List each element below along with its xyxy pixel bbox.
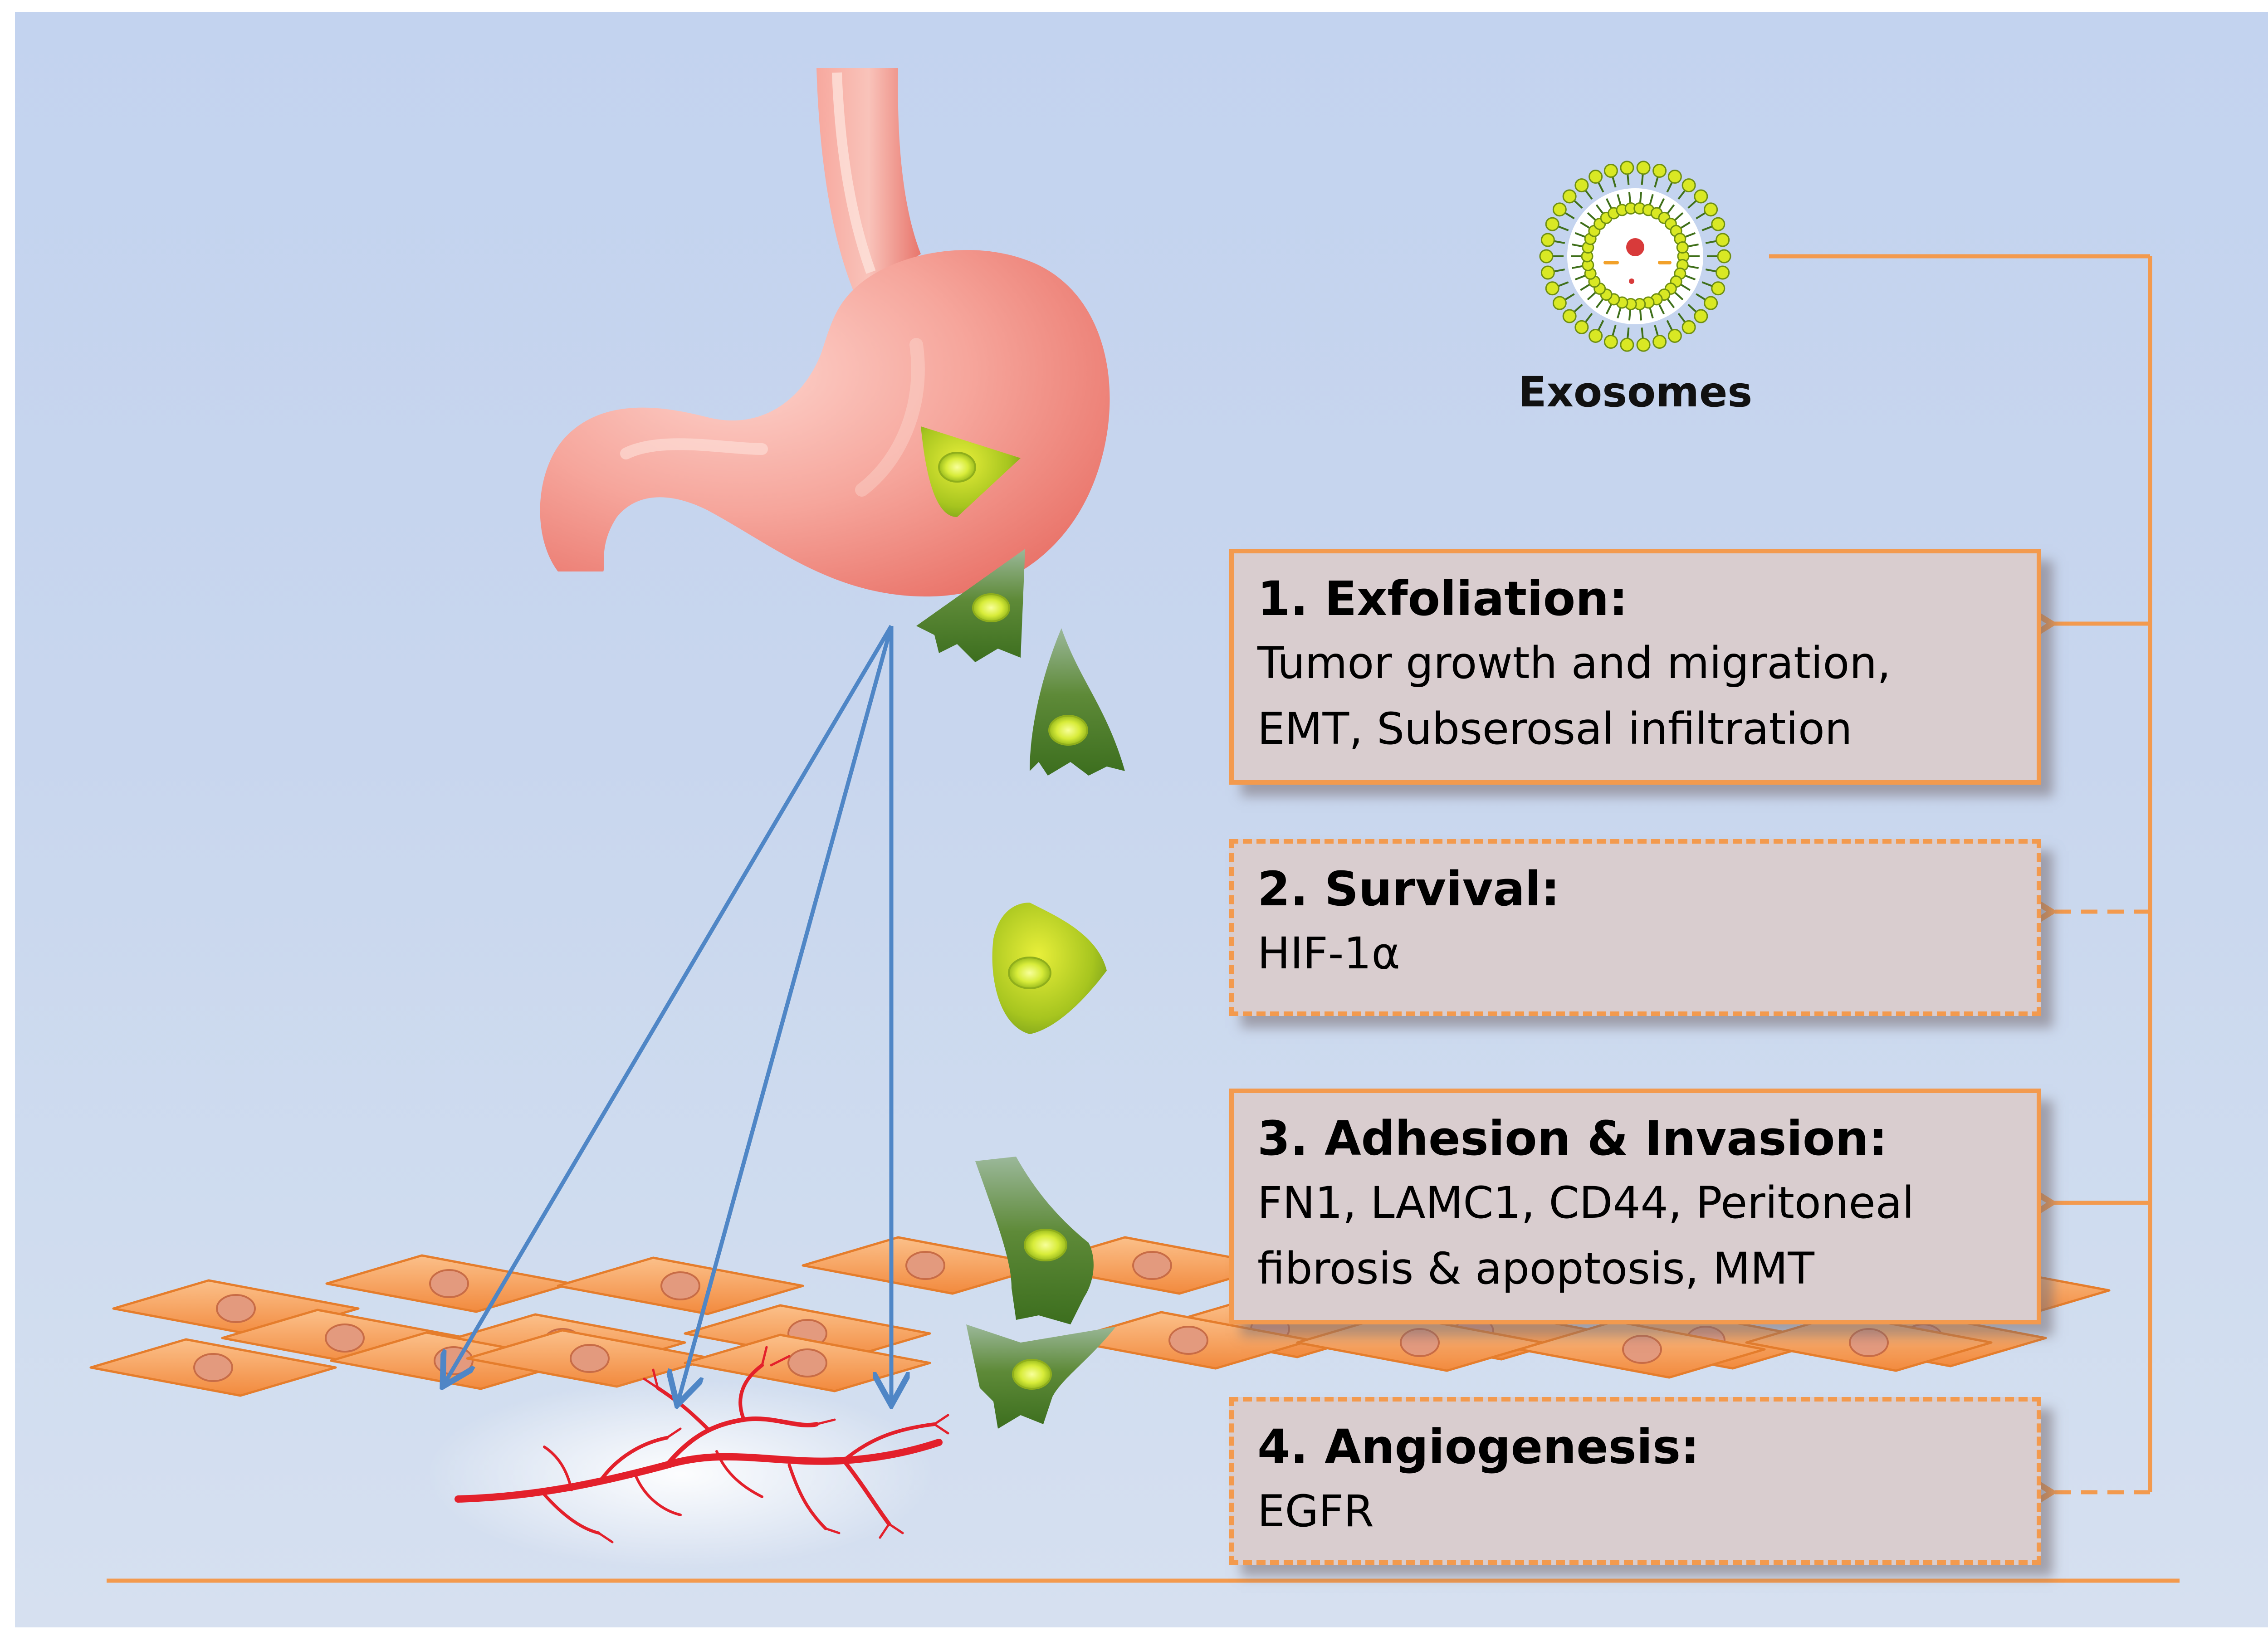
step-title: 3. Adhesion & Invasion: xyxy=(1257,1111,1888,1166)
exosome-label: Exosomes xyxy=(1518,368,1753,416)
step-box-adhesion-invasion: 3. Adhesion & Invasion: FN1, LAMC1, CD44… xyxy=(1229,1089,2041,1324)
step-box-angiogenesis: 4. Angiogenesis: EGFR xyxy=(1229,1397,2041,1565)
step-title: 2. Survival: xyxy=(1257,861,1560,917)
tumor-cell-icon xyxy=(1030,628,1125,776)
spread-arrows xyxy=(445,625,891,1402)
step-box-survival: 2. Survival: HIF-1α xyxy=(1229,839,2041,1016)
exosome-icon xyxy=(1539,161,1731,352)
step-title: 4. Angiogenesis: xyxy=(1257,1419,1700,1475)
step-line: FN1, LAMC1, CD44, Peritoneal xyxy=(1257,1177,1915,1228)
step-box-exfoliation: 1. Exfoliation: Tumor growth and migrati… xyxy=(1229,549,2041,785)
step-line: HIF-1α xyxy=(1257,928,1400,979)
blood-vessel-icon xyxy=(426,1346,949,1569)
step-line: EMT, Subserosal infiltration xyxy=(1257,703,1853,754)
tumor-cell-icon xyxy=(921,426,1021,517)
step-line: fibrosis & apoptosis, MMT xyxy=(1257,1243,1814,1294)
exosome-connectors xyxy=(1769,254,2152,1492)
step-line: EGFR xyxy=(1257,1486,1374,1537)
tumor-cell-icon xyxy=(975,1157,1094,1324)
step-title: 1. Exfoliation: xyxy=(1257,571,1628,626)
step-line: Tumor growth and migration, xyxy=(1257,638,1891,689)
tumor-cells-cascade xyxy=(916,549,1125,1429)
tumor-cell-icon xyxy=(992,903,1107,1034)
stomach-illustration xyxy=(540,68,1110,597)
tumor-cell-icon xyxy=(916,549,1025,662)
tumor-cell-icon xyxy=(966,1324,1116,1429)
